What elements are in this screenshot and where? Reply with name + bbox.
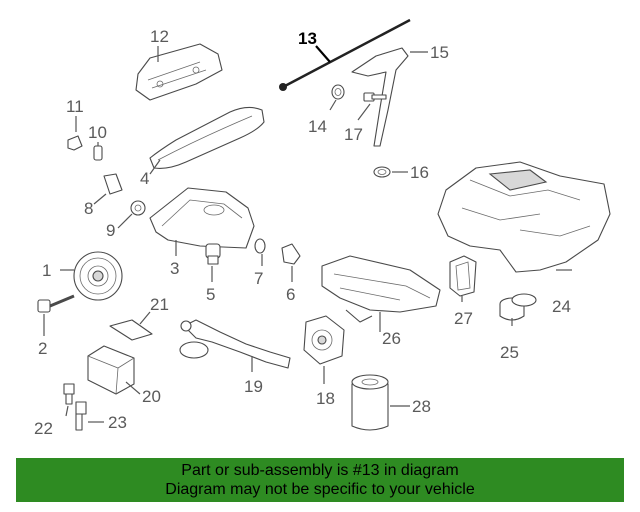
part-10-plug — [93, 145, 103, 161]
part-16-oring — [373, 166, 391, 178]
part-5-plug — [205, 243, 221, 265]
callout-7: 7 — [254, 269, 263, 288]
leader-21 — [139, 311, 151, 325]
part-21-gasket — [109, 319, 153, 341]
part-12-cover — [135, 43, 223, 101]
callout-13: 13 — [298, 29, 317, 48]
callout-3: 3 — [170, 259, 179, 278]
part-14-seal — [331, 84, 345, 100]
callout-20: 20 — [142, 387, 161, 406]
banner-line-1: Part or sub-assembly is #13 in diagram — [181, 462, 459, 479]
part-9-sensor — [130, 200, 146, 216]
callout-6: 6 — [286, 285, 295, 304]
callout-8: 8 — [84, 199, 93, 218]
callout-28: 28 — [412, 397, 431, 416]
part-3-oilpan — [149, 187, 255, 249]
part-26-baffle — [321, 255, 441, 323]
part-7-oring — [254, 238, 266, 254]
callout-17: 17 — [344, 125, 363, 144]
callout-27: 27 — [454, 309, 473, 328]
leader-17 — [357, 103, 371, 121]
callout-9: 9 — [106, 221, 115, 240]
callout-4: 4 — [140, 169, 149, 188]
part-6-sender — [281, 243, 301, 265]
callout-10: 10 — [88, 123, 107, 142]
banner-line-2: Diagram may not be specific to your vehi… — [165, 481, 475, 498]
callout-18: 18 — [316, 389, 335, 408]
callout-1: 1 — [42, 261, 51, 280]
part-17-bolt — [363, 92, 387, 102]
callout-22: 22 — [34, 419, 53, 438]
callout-21: 21 — [150, 295, 169, 314]
callout-2: 2 — [38, 339, 47, 358]
leader-9 — [117, 213, 133, 229]
part-27-gasket — [449, 255, 477, 297]
part-13-dipstick — [279, 18, 411, 91]
part-25-seal — [499, 293, 537, 321]
part-28-filter — [351, 374, 389, 431]
leader-20 — [125, 381, 141, 395]
callout-11: 11 — [66, 97, 84, 116]
leader-4 — [149, 159, 161, 175]
callout-26: 26 — [382, 329, 401, 348]
callout-14: 14 — [308, 117, 327, 136]
part-4-gasket — [149, 106, 265, 169]
leader-8 — [93, 193, 107, 205]
callout-23: 23 — [108, 413, 127, 432]
callout-15: 15 — [430, 43, 449, 62]
callout-24: 24 — [552, 297, 571, 316]
part-15-tube — [351, 47, 409, 147]
part-18-pump — [303, 315, 345, 365]
part-2-bolt — [37, 294, 75, 313]
leader-22 — [65, 405, 69, 417]
callout-5: 5 — [206, 285, 215, 304]
callout-19: 19 — [244, 377, 263, 396]
part-8-connector — [103, 173, 123, 195]
part-1-pulley — [73, 251, 123, 301]
leader-14 — [329, 99, 337, 111]
callout-25: 25 — [500, 343, 519, 362]
part-23-sensor — [75, 401, 87, 431]
part-20-module — [87, 345, 135, 395]
callout-12: 12 — [150, 27, 169, 46]
callout-16: 16 — [410, 163, 429, 182]
part-19-pickup — [179, 319, 291, 369]
part-22-sensor — [63, 383, 75, 405]
leader-13 — [315, 45, 331, 63]
part-24-block — [437, 161, 611, 273]
part-11-sensor — [67, 135, 83, 151]
info-banner: Part or sub-assembly is #13 in diagram D… — [16, 458, 624, 502]
